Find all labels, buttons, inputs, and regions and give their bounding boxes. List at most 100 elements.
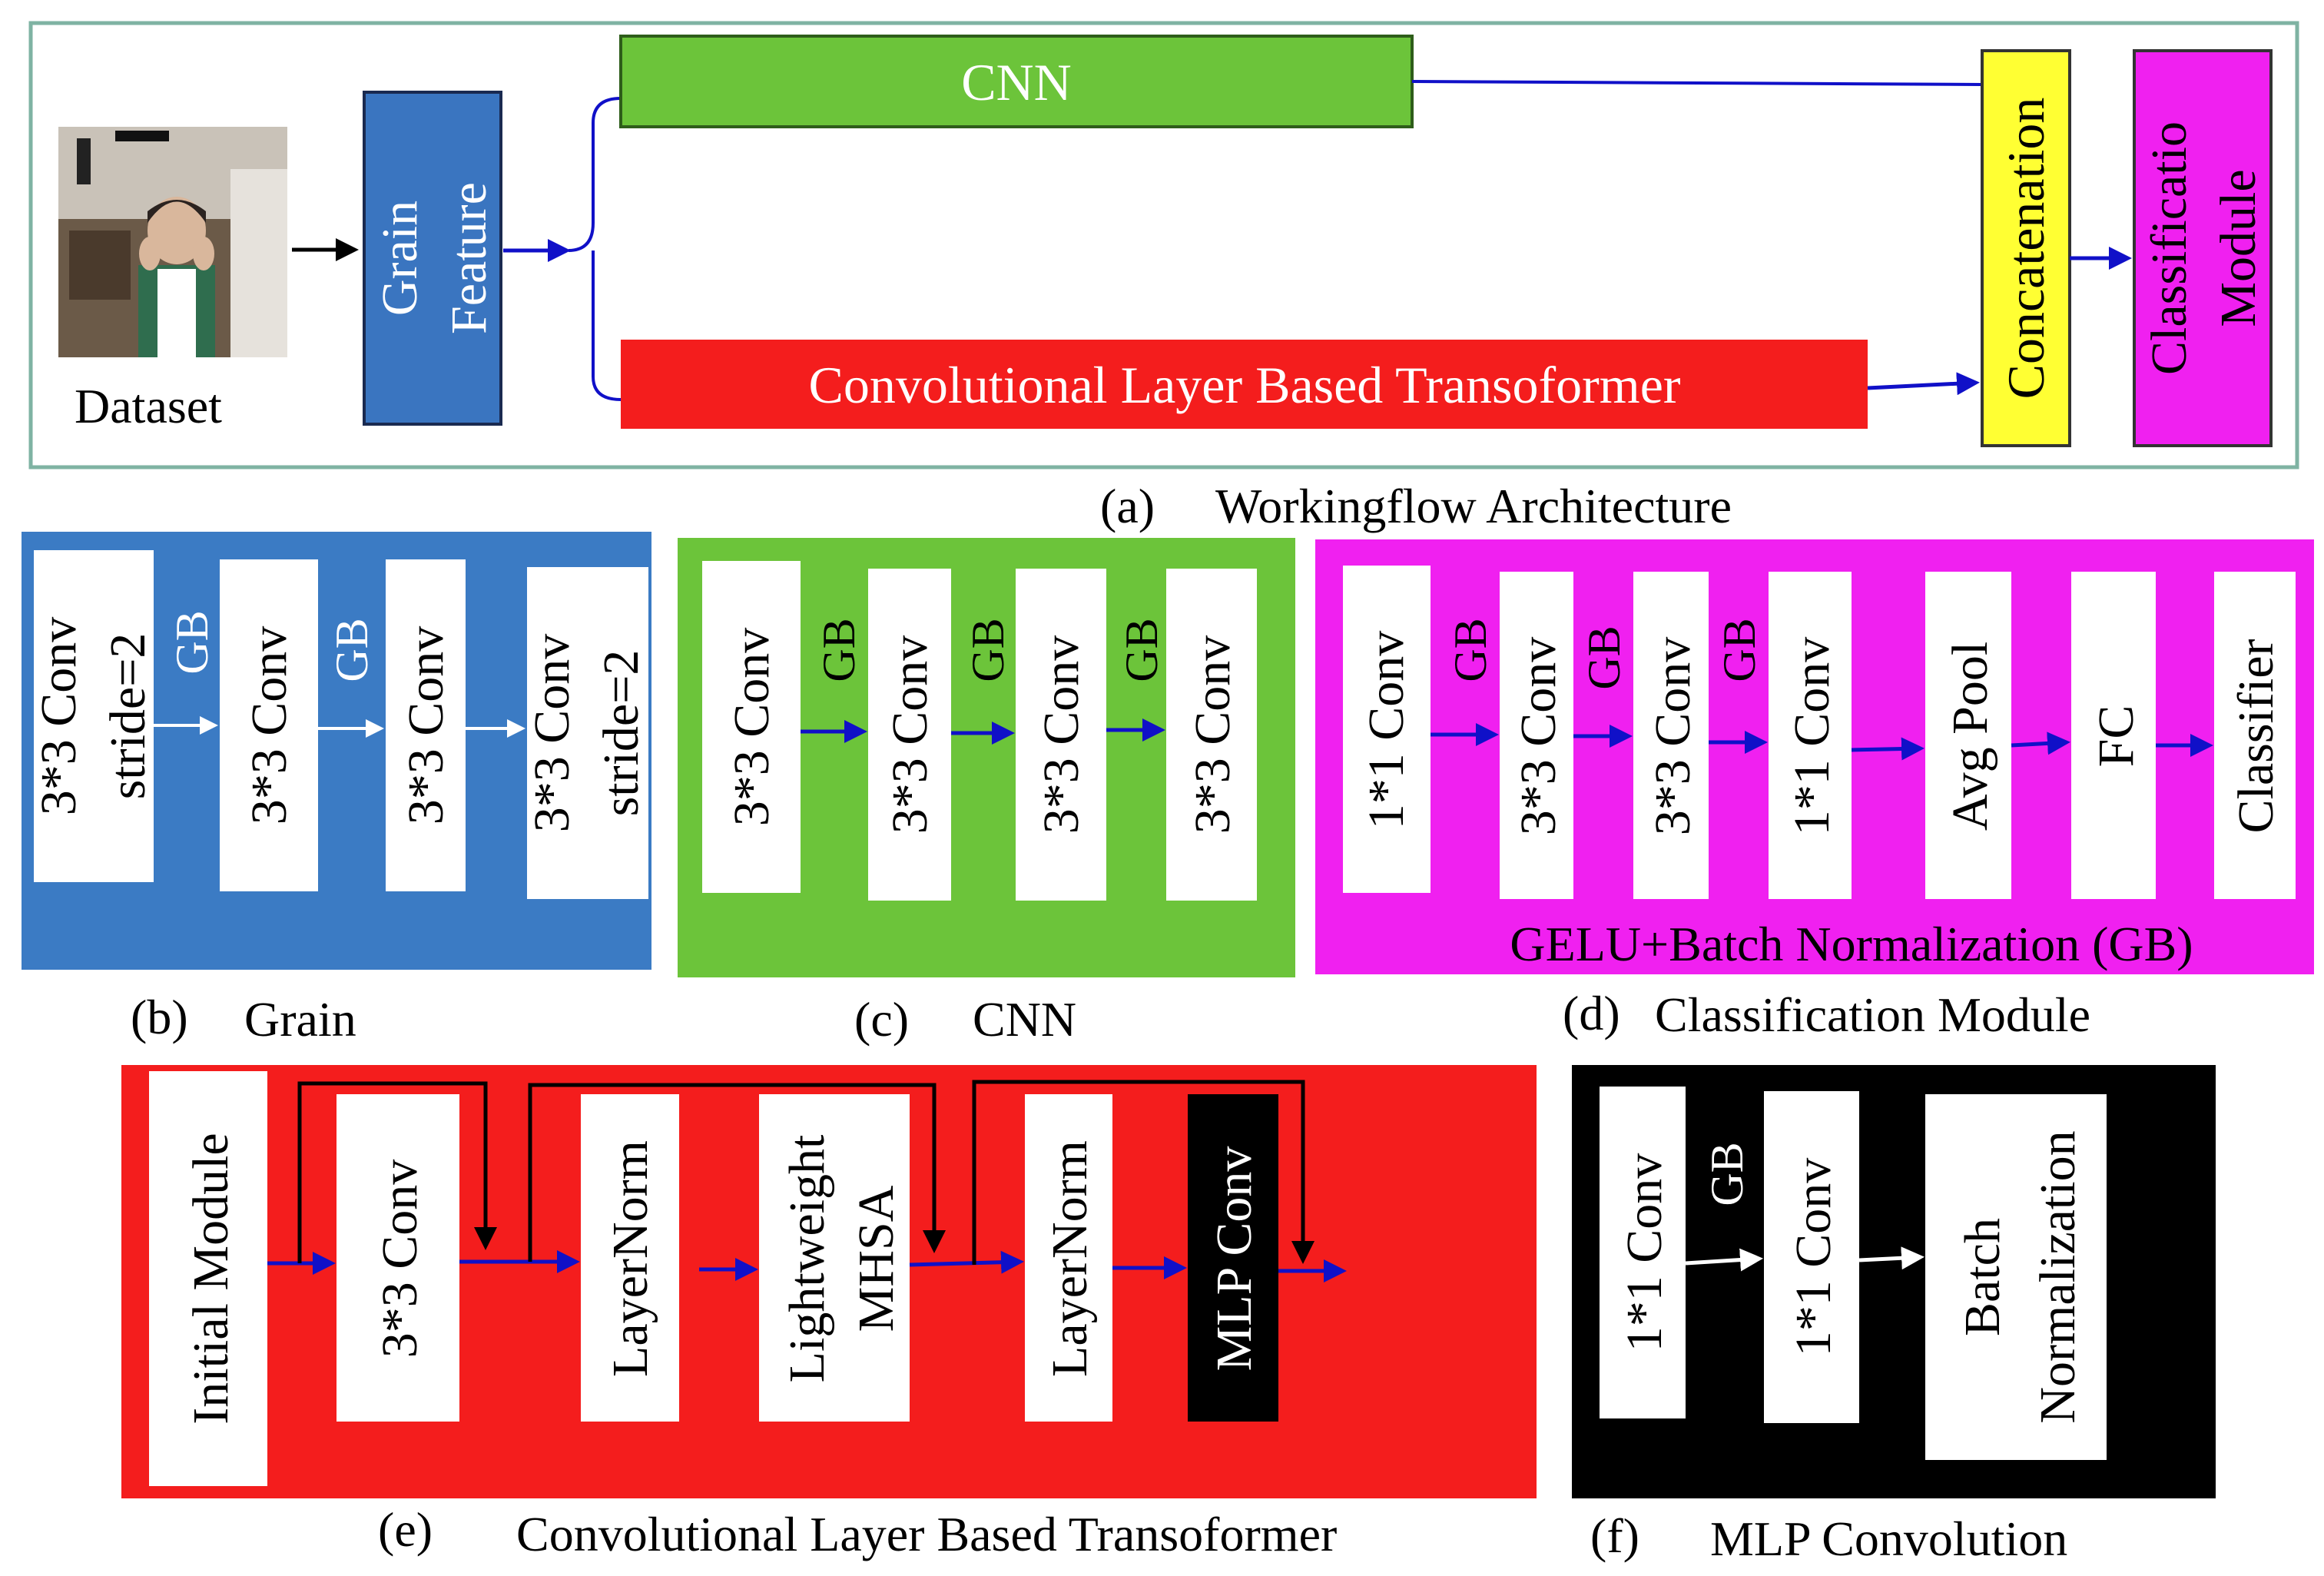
tr-skip-3 [972,1080,1315,1265]
concatenation-box [1981,49,2071,447]
grain-conv-2 [220,559,318,891]
dataset-image [58,127,287,357]
grain-conv-3-label: 3*3 Conv [398,626,454,825]
tr-skip-2 [528,1083,946,1262]
cls-arrow-5 [2011,732,2070,755]
cls-gb-1: GB [1445,618,1496,682]
cls-avgpool [1925,572,2011,899]
panel-b-boxes [34,550,648,899]
mlp-conv-1 [1600,1087,1686,1418]
cls-conv-2 [1500,572,1573,899]
cls-conv-4-label: 1*1 Conv [1784,637,1840,836]
panel-a-frame [28,21,2299,469]
tr-conv [336,1094,459,1422]
grain-conv-3 [386,559,466,891]
caption-e-letter: (e) [378,1502,433,1557]
mlp-batchnorm-label-1: Batch [1954,1218,2011,1336]
concatenation-label: Concatenation [1997,98,2055,400]
tr-conv-label: 3*3 Conv [372,1160,428,1359]
cls-conv-1-label: 1*1 Conv [1358,631,1414,830]
tr-mlp-conv-label: MLP Conv [1206,1146,1262,1372]
cls-gb-2: GB [1579,625,1629,689]
arrow-transformer-concat [1867,372,1980,396]
grain-feature-label-2: Feature [441,182,497,334]
tr-mhsa [759,1094,910,1422]
caption-e-text: Convolutional Layer Based Transoformer [516,1507,1337,1561]
caption-b-text: Grain [244,992,356,1047]
cnn-conv-2 [868,569,951,901]
tr-mhsa-label-2: MHSA [848,1185,904,1332]
tr-skip-1 [297,1081,497,1263]
transformer-bar-label: Convolutional Layer Based Transoformer [808,356,1680,414]
cls-classifier [2214,572,2296,899]
grain-conv-4-l1: 3*3 Conv [524,634,580,833]
gb-footer-label: GELU+Batch Normalization (GB) [1510,917,2193,971]
caption-a-text: Workingflow Architecture [1215,479,1732,533]
grain-conv-2-label: 3*3 Conv [241,626,297,825]
grain-conv-1 [34,550,154,882]
dataset-label: Dataset [75,379,222,433]
mlp-gb: GB [1702,1142,1752,1206]
grain-conv-1-l2: stride=2 [100,633,156,800]
arrow-cnn-concat [1411,80,1983,86]
caption-d-text: Classification Module [1655,987,2090,1042]
tr-layernorm-1 [581,1094,679,1422]
grain-conv-4-l2: stride=2 [593,650,649,817]
grain-gb-1: GB [167,610,217,674]
tr-mhsa-label-1: Lightweight [779,1135,835,1383]
grain-gb-2: GB [327,618,377,682]
cnn-gb-3: GB [1116,618,1167,682]
cls-conv-3 [1633,572,1709,899]
split-bracket [568,97,622,401]
cls-conv-2-label: 3*3 Conv [1510,637,1566,836]
cnn-conv-2-label: 3*3 Conv [882,635,938,834]
mlp-arrow-1 [1685,1248,1763,1272]
cls-arrow-4 [1851,737,1925,761]
cls-conv-4 [1769,572,1852,899]
cls-conv-1 [1343,566,1431,893]
grain-feature-box [363,91,502,426]
cnn-conv-4 [1166,569,1257,901]
caption-a-letter: (a) [1100,479,1155,533]
cnn-conv-3 [1016,569,1106,901]
tr-initial-module [149,1071,267,1486]
tr-layernorm-1-label: LayerNorm [602,1140,658,1377]
cnn-conv-3-label: 3*3 Conv [1033,635,1089,834]
classification-module-box [2133,49,2273,447]
grain-feature-label-1: Grain [372,201,428,316]
caption-c-text: CNN [973,992,1076,1047]
cnn-gb-2: GB [963,618,1013,682]
cnn-conv-1 [702,561,801,893]
classification-label-2: Module [2210,169,2266,327]
mlp-conv-1-label: 1*1 Conv [1616,1153,1673,1352]
caption-f-letter: (f) [1590,1508,1639,1563]
mlp-arrow-2 [1858,1246,1925,1270]
cls-fc-label: FC [2088,705,2144,768]
cls-classifier-label: Classifier [2228,639,2284,834]
cls-fc [2071,572,2156,899]
cnn-bar-label: CNN [961,53,1072,111]
tr-layernorm-2-label: LayerNorm [1042,1140,1098,1377]
tr-layernorm-2 [1025,1094,1112,1422]
mlp-conv-2 [1764,1091,1859,1423]
classification-label-1: Classificatio [2141,121,2197,375]
caption-f-text: MLP Convolution [1710,1511,2067,1566]
caption-c-letter: (c) [854,992,909,1047]
tr-arrow-4 [909,1250,1024,1274]
mlp-batchnorm [1925,1094,2107,1460]
cnn-gb-1: GB [814,618,864,682]
caption-d-letter: (d) [1563,986,1620,1040]
tr-mlp-conv [1188,1094,1278,1422]
grain-conv-1-l1: 3*3 Conv [31,617,87,816]
cls-avgpool-label: Avg Pool [1942,642,1998,831]
tr-initial-module-label: Initial Module [183,1133,239,1424]
cls-conv-3-label: 3*3 Conv [1645,637,1701,836]
cnn-conv-4-label: 3*3 Conv [1185,635,1241,834]
grain-conv-4 [527,567,648,899]
mlp-conv-2-label: 1*1 Conv [1785,1158,1842,1357]
caption-b-letter: (b) [131,990,188,1044]
transformer-bar [621,340,1868,429]
cnn-conv-1-label: 3*3 Conv [724,628,780,827]
mlp-batchnorm-label-2: Normalization [2030,1130,2086,1423]
